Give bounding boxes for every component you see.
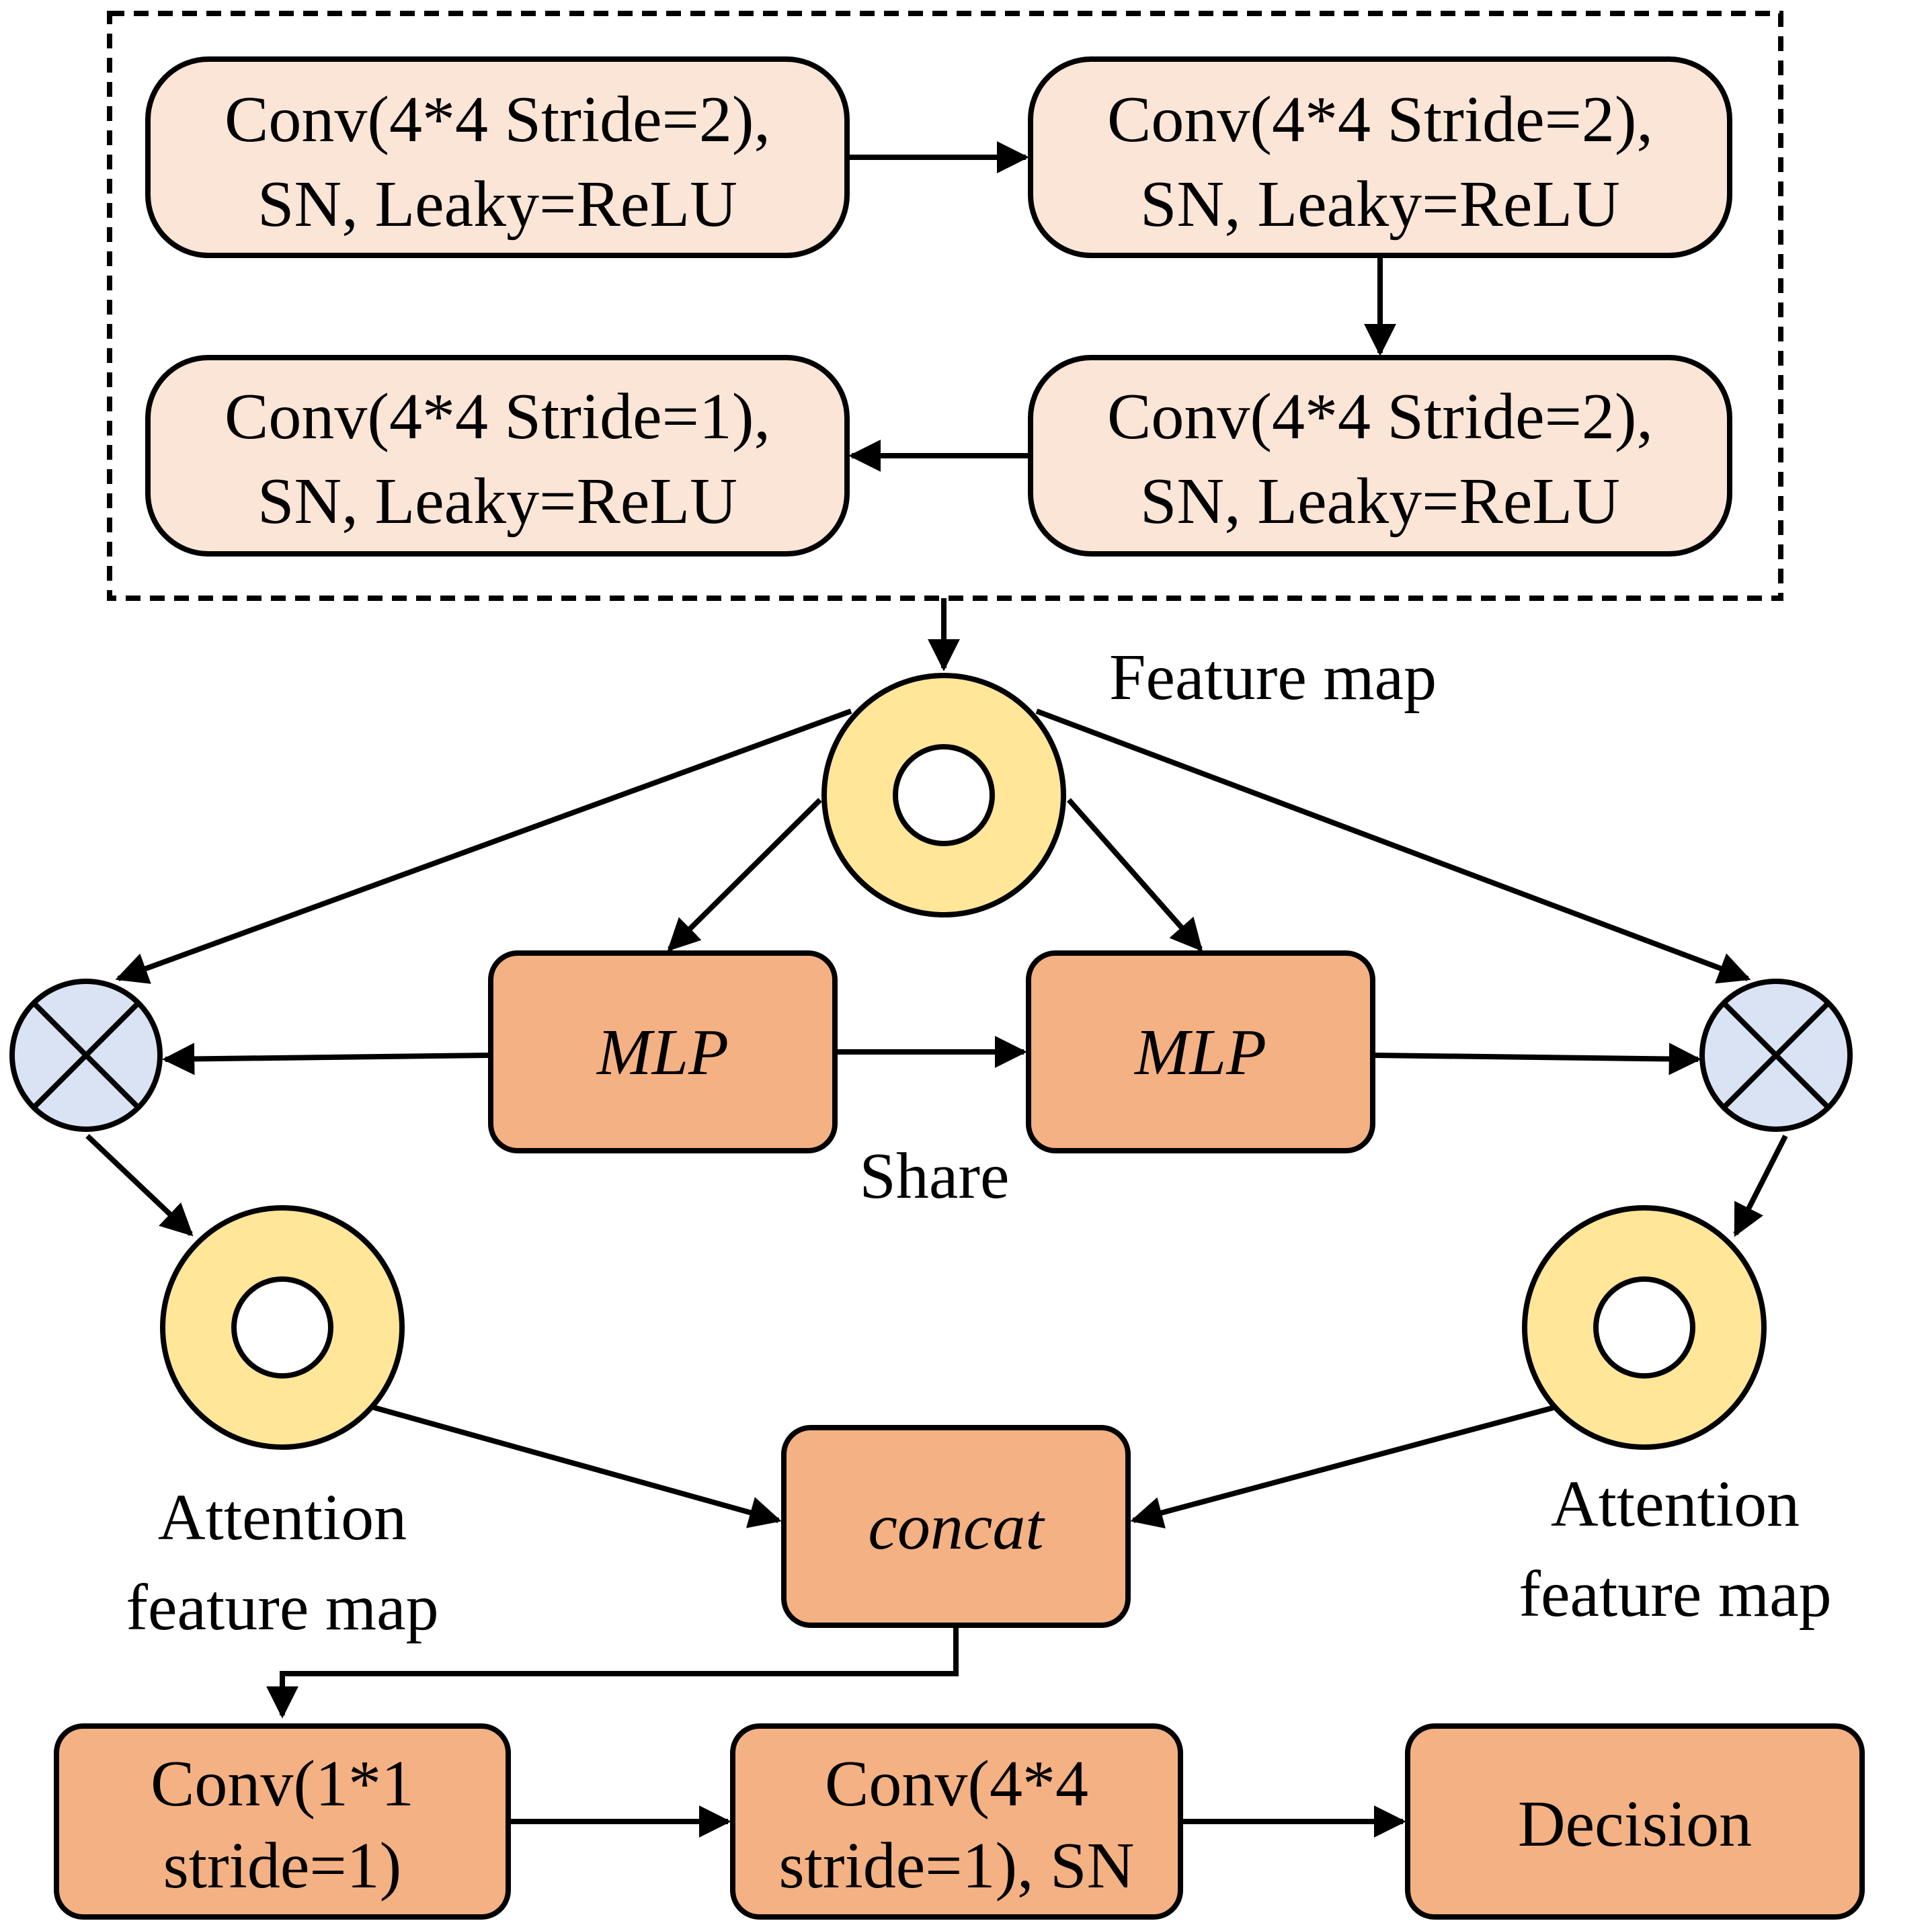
conv-4x4-sn-block: Conv(4*4 stride=1), SN: [730, 1723, 1183, 1920]
encoder-group-frame: [107, 11, 1783, 601]
arrow-feature-to-multiply-right: [1035, 708, 1751, 984]
conv-block-top-right-line1: Conv(4*4 Stride=2),: [1107, 83, 1653, 156]
conv-1x1-line2: stride=1): [163, 1830, 402, 1902]
arrow-multiply-right-to-attention-right: [1733, 1135, 1788, 1237]
conv-4x4-sn-line1: Conv(4*4: [825, 1748, 1088, 1820]
conv-block-top-left: Conv(4*4 Stride=2), SN, Leaky=ReLU: [145, 56, 850, 258]
arrow-mlp-left-to-multiply-left: [162, 1042, 490, 1075]
attention-node-right: [1522, 1205, 1767, 1450]
concat-block: concat: [781, 1425, 1131, 1628]
share-label: Share: [859, 1140, 1009, 1213]
arrow-attention-left-to-concat: [372, 1405, 782, 1528]
conv-block-top-left-line1: Conv(4*4 Stride=2),: [225, 83, 770, 156]
arrow-feature-to-mlp-left: [667, 798, 822, 952]
conv-block-top-right-line2: SN, Leaky=ReLU: [1140, 168, 1620, 241]
mlp-right-label: MLP: [1133, 1016, 1266, 1089]
conv-block-mid-left: Conv(4*4 Stride=1), SN, Leaky=ReLU: [145, 355, 850, 557]
conv-block-mid-right: Conv(4*4 Stride=2), SN, Leaky=ReLU: [1028, 355, 1732, 557]
feature-map-label: Feature map: [1109, 641, 1437, 714]
mlp-left-label: MLP: [596, 1016, 729, 1089]
conv-block-top-right: Conv(4*4 Stride=2), SN, Leaky=ReLU: [1028, 56, 1732, 258]
conv-block-mid-right-line1: Conv(4*4 Stride=2),: [1107, 380, 1653, 453]
attention-left-label-line1: Attention: [158, 1481, 407, 1554]
conv-block-top-left-line2: SN, Leaky=ReLU: [257, 168, 737, 241]
conv-block-mid-left-line1: Conv(4*4 Stride=1),: [225, 380, 770, 453]
arrow-attention-right-to-concat: [1130, 1405, 1556, 1528]
attention-right-label-line2: feature map: [1519, 1558, 1831, 1631]
multiply-node-left: [9, 979, 163, 1132]
attention-right-label-line1: Attention: [1551, 1468, 1800, 1541]
multiply-node-right: [1699, 979, 1853, 1132]
feature-map-node: [821, 673, 1066, 917]
arrow-mlp-right-to-multiply-right: [1373, 1042, 1701, 1075]
mlp-block-left: MLP: [488, 950, 838, 1153]
arrow-feature-to-mlp-right: [1067, 798, 1203, 952]
conv-1x1-line1: Conv(1*1: [151, 1748, 414, 1820]
conv-4x4-sn-line2: stride=1), SN: [779, 1830, 1135, 1902]
conv-block-mid-right-line2: SN, Leaky=ReLU: [1140, 465, 1620, 538]
arrow-concat-to-conv-1x1: [266, 1625, 959, 1719]
mlp-block-right: MLP: [1026, 950, 1375, 1153]
arrow-multiply-left-to-attention-left: [85, 1134, 194, 1237]
conv-block-mid-left-line2: SN, Leaky=ReLU: [257, 465, 737, 538]
arrow-feature-to-multiply-left: [115, 708, 852, 984]
attention-node-left: [160, 1205, 405, 1450]
attention-left-label-line2: feature map: [126, 1571, 438, 1644]
concat-label: concat: [868, 1491, 1045, 1563]
decision-block: Decision: [1405, 1723, 1865, 1920]
decision-label: Decision: [1518, 1788, 1752, 1860]
conv-1x1-block: Conv(1*1 stride=1): [54, 1723, 511, 1920]
